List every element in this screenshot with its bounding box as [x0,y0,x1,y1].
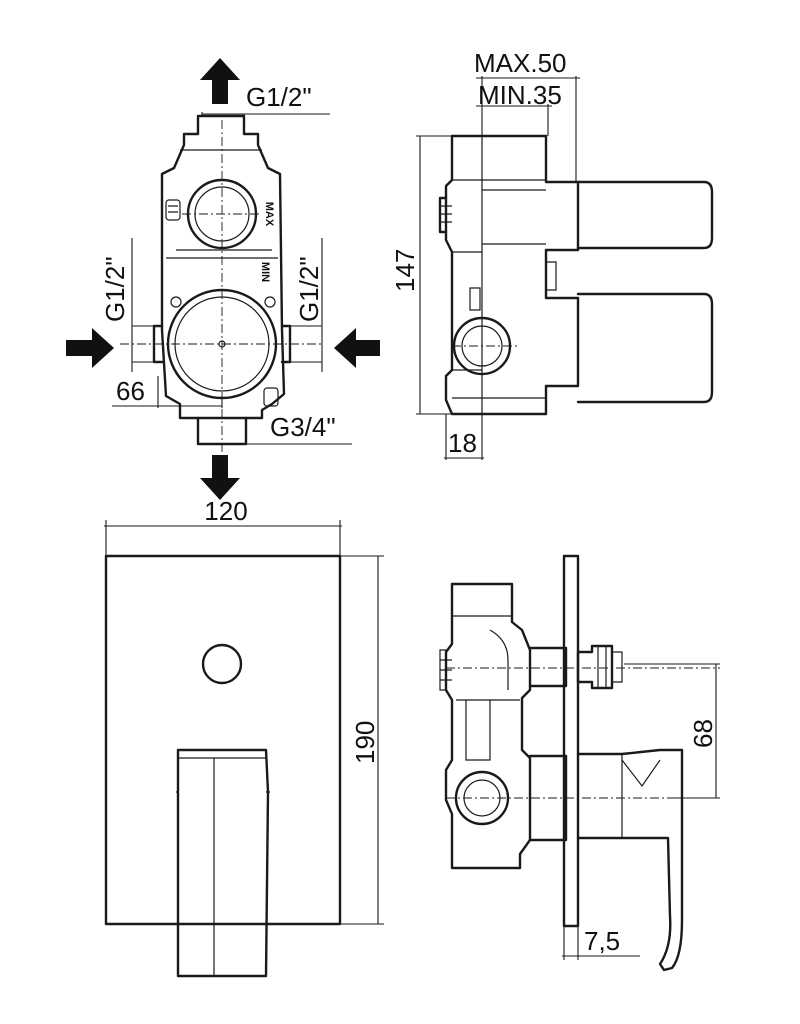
flow-arrow-right-icon [66,328,114,368]
flow-arrow-left-icon [334,328,380,368]
flow-arrow-up-icon [200,58,240,104]
max-mark: MAX [263,202,275,227]
max-depth-label: MAX.50 [474,48,567,78]
dimension-190: 190 [350,721,380,764]
right-thread-label: G1/2" [294,256,324,322]
dimension-147: 147 [390,249,420,292]
dimension-18: 18 [448,428,477,458]
dimension-68: 68 [688,719,718,748]
min-depth-label: MIN.35 [478,80,562,110]
dimension-7-5: 7,5 [584,926,620,956]
flow-arrow-down-icon [200,455,240,500]
dimension-120: 120 [204,496,247,526]
body-side-view: 147 MAX.50 MIN.35 18 [390,48,714,460]
outlet-thread-label: G3/4" [270,412,336,442]
left-thread-label: G1/2" [100,256,130,322]
installed-side-view: 68 7,5 [439,554,720,972]
body-front-view: MAX MIN G1/2" G1/2" G1/2" 66 G3/4" [66,58,380,500]
plate-front-view: 120 190 [104,496,384,978]
top-thread-label: G1/2" [246,82,312,112]
dimension-66: 66 [116,376,145,406]
min-mark: MIN [259,262,271,282]
